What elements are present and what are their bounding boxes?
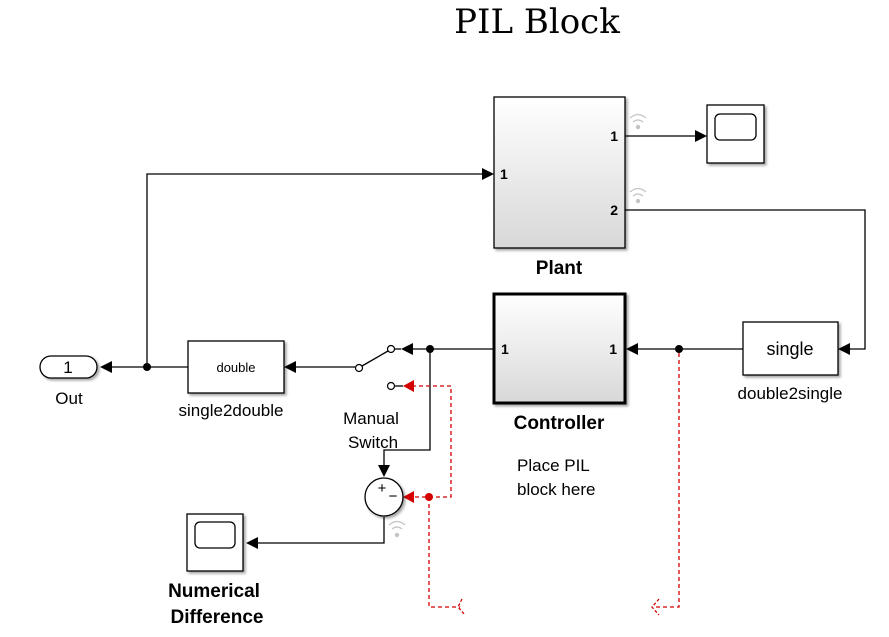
- controller-in-port-label: 1: [501, 341, 509, 357]
- arrow-sum-minus: [403, 491, 414, 503]
- annotation-line2: block here: [517, 480, 595, 499]
- unconnected-end-left: [457, 598, 466, 616]
- numerical-difference-label-line1: Numerical: [168, 581, 260, 602]
- plant-block[interactable]: 1 1 2: [493, 96, 626, 249]
- signal-log-icon: [629, 187, 647, 204]
- controller-block[interactable]: 1 1: [492, 292, 627, 405]
- arrow-numdiff-in: [246, 537, 258, 549]
- sum-block[interactable]: + −: [364, 477, 404, 517]
- scope-block-numerical-difference[interactable]: [186, 513, 244, 572]
- wire-to-sum-plus[interactable]: [383, 349, 431, 465]
- arrow-switch-in1: [401, 343, 413, 355]
- scope-block-plant[interactable]: [706, 104, 765, 164]
- numerical-difference-label-line2: Difference: [171, 607, 264, 628]
- single2double-block[interactable]: double: [187, 340, 285, 394]
- controller-label: Controller: [514, 413, 605, 434]
- annotation-line1: Place PIL: [517, 456, 590, 475]
- scope-screen-icon: [714, 113, 757, 141]
- unconnected-end-right: [651, 598, 660, 616]
- model-title: PIL Block: [454, 2, 620, 42]
- unconnected-line-left[interactable]: [428, 497, 460, 608]
- double2single-content: single: [766, 339, 813, 359]
- manual-switch-block[interactable]: [354, 344, 404, 391]
- single2double-label: single2double: [179, 401, 284, 420]
- wire-feedback-to-plant[interactable]: [146, 173, 482, 367]
- double2single-label: double2single: [738, 384, 843, 403]
- wire-plant-to-double2single[interactable]: [625, 209, 866, 350]
- outport-number: 1: [63, 358, 72, 377]
- wire-sum-to-scope[interactable]: [258, 517, 385, 544]
- manual-switch-label-line2: Switch: [348, 433, 398, 452]
- plant-out-port-label: 1: [610, 128, 618, 144]
- unconnected-line-right[interactable]: [655, 353, 680, 608]
- signal-log-icon: [629, 113, 647, 130]
- outport-label: Out: [55, 389, 83, 408]
- arrow-s2d-in: [284, 361, 296, 373]
- manual-switch-label-line1: Manual: [343, 409, 399, 428]
- outport-block[interactable]: 1: [39, 355, 98, 379]
- scope-screen-icon: [194, 521, 236, 549]
- arrow-switch-in2: [403, 380, 414, 392]
- arrow-d2s-in: [838, 343, 850, 355]
- arrow-out-in: [100, 361, 112, 373]
- signal-log-icon: [388, 520, 406, 538]
- arrow-scope-in: [695, 130, 707, 142]
- arrow-sum-plus: [378, 465, 390, 477]
- double2single-block[interactable]: single: [742, 321, 839, 376]
- controller-out-port-label: 1: [609, 341, 617, 357]
- arrow-controller-in: [626, 343, 638, 355]
- plant-in-port-label: 1: [500, 166, 508, 182]
- arrow-plant-in: [482, 168, 494, 180]
- unconnected-line-switch-sum[interactable]: [412, 385, 452, 498]
- plant-label: Plant: [536, 258, 583, 279]
- single2double-content: double: [216, 360, 255, 375]
- plant-out-port-label: 2: [610, 202, 618, 218]
- sum-plus-sign: +: [378, 480, 387, 497]
- branch-point: [675, 345, 683, 353]
- sum-minus-sign: −: [389, 488, 398, 505]
- branch-point: [143, 363, 151, 371]
